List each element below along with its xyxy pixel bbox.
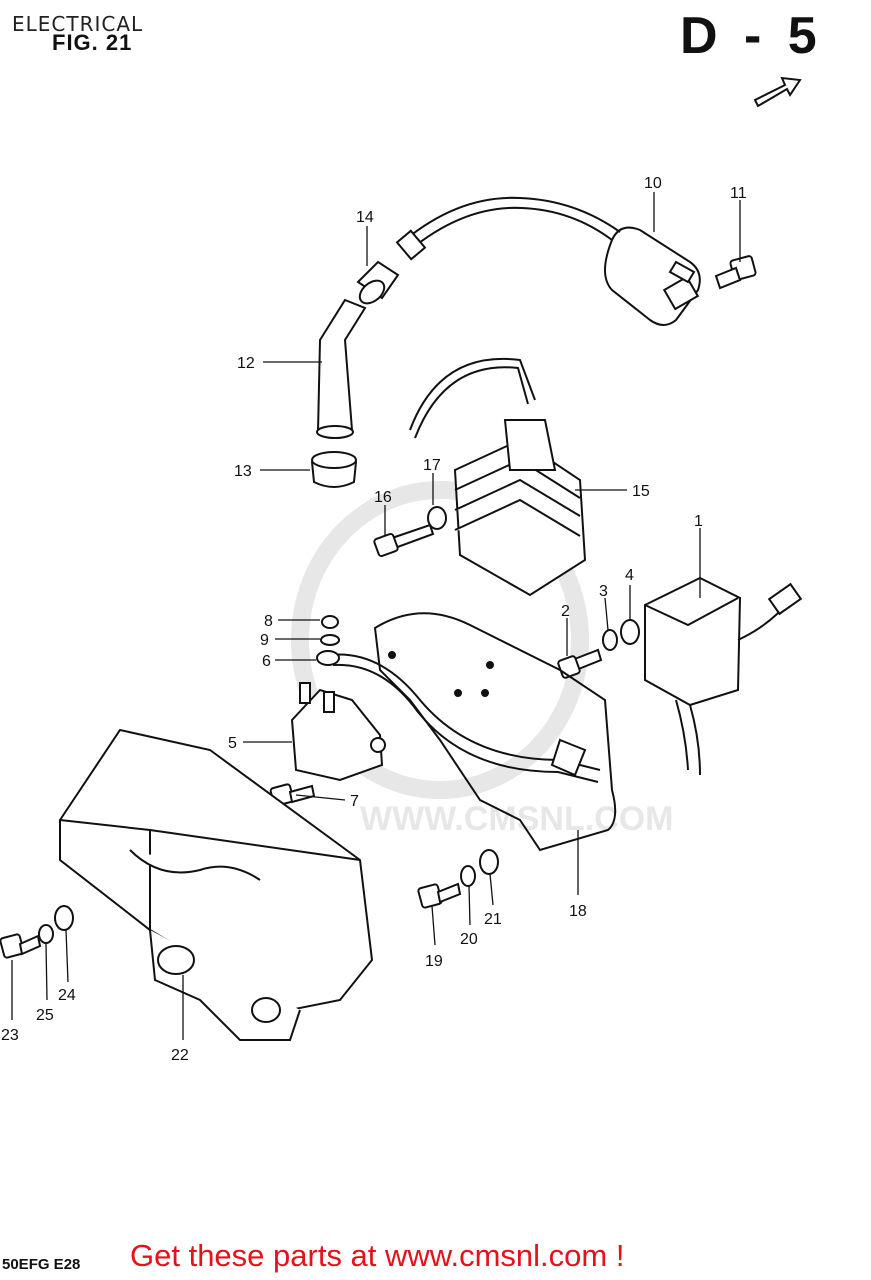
washer-3 — [602, 629, 618, 651]
callout-7: 7 — [350, 793, 359, 810]
washer-20 — [460, 865, 476, 887]
cap-seal — [310, 451, 358, 488]
nut-8 — [321, 615, 339, 629]
terminal-6 — [316, 650, 340, 666]
callout-14: 14 — [356, 209, 374, 226]
model-code: 50EFG E28 — [2, 1256, 81, 1273]
footer-link-text[interactable]: Get these parts at www.cmsnl.com ! — [130, 1238, 625, 1273]
page-code: D - 5 — [680, 7, 823, 65]
starter-relay — [290, 682, 386, 782]
section-title: ELECTRICAL — [12, 12, 144, 36]
cdi-unit — [644, 576, 803, 776]
screw-11 — [714, 255, 757, 290]
regulator-rectifier — [409, 357, 587, 597]
bolt-16 — [373, 523, 435, 558]
leader-lines — [11, 192, 741, 1040]
washer-24 — [54, 905, 74, 931]
washer-21 — [479, 849, 499, 875]
ignition-coil — [604, 226, 701, 326]
callout-4: 4 — [625, 567, 634, 584]
callout-10: 10 — [644, 175, 662, 192]
callout-20: 20 — [460, 931, 478, 948]
callout-22: 22 — [171, 1047, 189, 1064]
callout-12: 12 — [237, 355, 255, 372]
callout-13: 13 — [234, 463, 252, 480]
callout-labels: 1 2 3 4 5 6 7 8 9 10 11 12 13 14 15 16 1… — [1, 175, 747, 1064]
callout-25: 25 — [36, 1007, 54, 1024]
callout-5: 5 — [228, 735, 237, 752]
callout-2: 2 — [561, 603, 570, 620]
front-arrow-icon — [753, 76, 802, 108]
callout-3: 3 — [599, 583, 608, 600]
washer-9 — [320, 634, 340, 646]
callout-23: 23 — [1, 1027, 19, 1044]
battery-case — [59, 728, 374, 1041]
callout-11: 11 — [730, 185, 747, 202]
callout-18: 18 — [569, 903, 587, 920]
bolt-19 — [417, 882, 462, 909]
callout-21: 21 — [484, 911, 502, 928]
washer-4 — [620, 619, 640, 645]
washer-17 — [427, 506, 447, 530]
callout-8: 8 — [264, 613, 273, 630]
callout-17: 17 — [423, 457, 441, 474]
figure-label: FIG. 21 — [52, 30, 133, 55]
ignition-lead — [356, 196, 621, 305]
washer-25 — [38, 924, 54, 944]
callout-16: 16 — [374, 489, 392, 506]
callout-1: 1 — [694, 513, 703, 530]
bolt-2 — [557, 648, 603, 679]
mounting-bracket — [329, 612, 617, 852]
callout-19: 19 — [425, 953, 443, 970]
bolt-23 — [0, 933, 42, 959]
callout-15: 15 — [632, 483, 650, 500]
plug-cap — [316, 298, 367, 439]
callout-6: 6 — [262, 653, 271, 670]
callout-9: 9 — [260, 632, 269, 649]
callout-24: 24 — [58, 987, 76, 1004]
